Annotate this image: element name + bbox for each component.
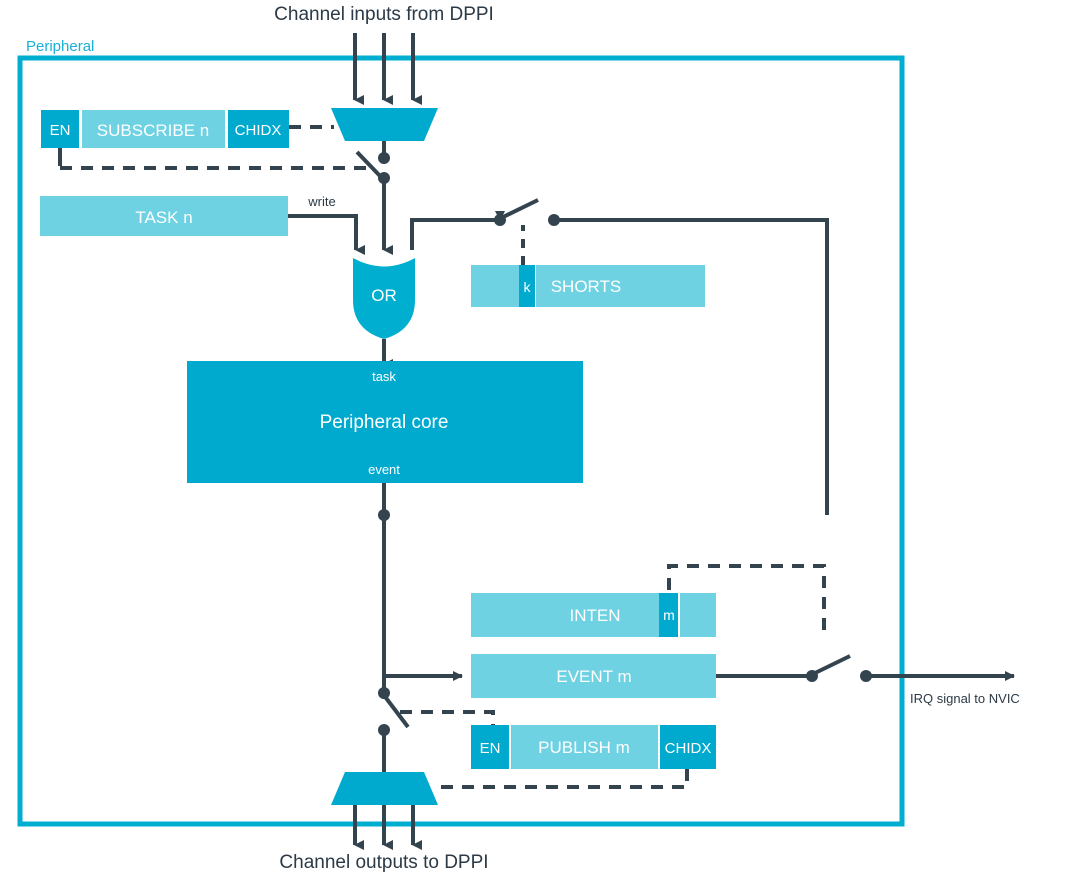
inten-irq-control-dashed — [667, 564, 826, 638]
peripheral-container-label: Peripheral — [26, 38, 94, 55]
inten-bit-label: m — [663, 607, 675, 623]
task-register-label: TASK n — [135, 208, 192, 227]
core-task-port-label: task — [372, 369, 396, 384]
shorts-name-label: SHORTS — [551, 277, 622, 296]
bottom-title: Channel outputs to DPPI — [279, 852, 488, 873]
irq-signal-label: IRQ signal to NVIC — [910, 691, 1020, 706]
or-gate: OR — [353, 258, 415, 339]
shorts-bit-field — [519, 265, 535, 307]
publish-mux — [331, 772, 438, 805]
inten-post-field — [680, 593, 716, 637]
task-write-wire: write — [288, 194, 365, 255]
write-signal-label: write — [307, 194, 335, 209]
shorts-feedback-wire — [410, 198, 829, 515]
inten-name-label: INTEN — [570, 606, 621, 625]
publish-name-label: PUBLISH m — [538, 738, 630, 757]
inten-name-field — [471, 593, 659, 637]
inten-bit-field — [659, 593, 678, 637]
publish-chidx-field — [660, 725, 716, 769]
subscribe-name-label: SUBSCRIBE n — [97, 121, 209, 140]
subscribe-mux — [331, 108, 438, 141]
event-output-wire — [378, 483, 463, 699]
event-shorts-junction — [378, 509, 390, 521]
subscribe-register-row: EN SUBSCRIBE n CHIDX — [41, 110, 289, 148]
channel-output-arrows — [353, 805, 422, 850]
publish-enable-switch — [378, 692, 410, 772]
subscribe-chidx-field — [228, 110, 289, 148]
publish-name-field — [511, 725, 658, 769]
shorts-register-row: k SHORTS — [471, 265, 705, 307]
subscribe-en-control-dashed — [58, 148, 372, 170]
peripheral-core-block: task Peripheral core event — [187, 361, 583, 483]
shorts-name-field — [536, 265, 705, 307]
event-register-label: EVENT m — [556, 667, 631, 686]
irq-output-path: IRQ signal to NVIC — [716, 654, 1020, 706]
or-gate-label: OR — [371, 286, 397, 305]
peripheral-core-box — [187, 361, 583, 483]
top-title: Channel inputs from DPPI — [274, 4, 494, 25]
subscribe-en-label: EN — [50, 122, 71, 139]
channel-input-arrows — [353, 33, 422, 105]
publish-register-row: EN PUBLISH m CHIDX — [471, 725, 716, 769]
subscribe-chidx-label: CHIDX — [235, 122, 282, 139]
task-register-row: TASK n — [40, 196, 288, 236]
shorts-pre-field — [471, 265, 519, 307]
subscribe-en-field — [41, 110, 79, 148]
publish-en-control-dashed — [400, 710, 495, 725]
publish-en-field — [471, 725, 509, 769]
task-register-box — [40, 196, 288, 236]
subscribe-name-field — [82, 110, 225, 148]
event-register-row: EVENT m — [471, 654, 716, 698]
publish-en-label: EN — [480, 740, 501, 757]
publish-chidx-label: CHIDX — [665, 740, 712, 757]
peripheral-container-border — [17, 55, 905, 827]
event-register-box — [471, 654, 716, 698]
peripheral-core-label: Peripheral core — [320, 412, 449, 433]
publish-chidx-to-mux-dashed — [433, 769, 689, 789]
shorts-bit-label: k — [524, 279, 532, 295]
inten-register-row: INTEN m — [471, 593, 716, 637]
core-event-port-label: event — [368, 462, 400, 477]
